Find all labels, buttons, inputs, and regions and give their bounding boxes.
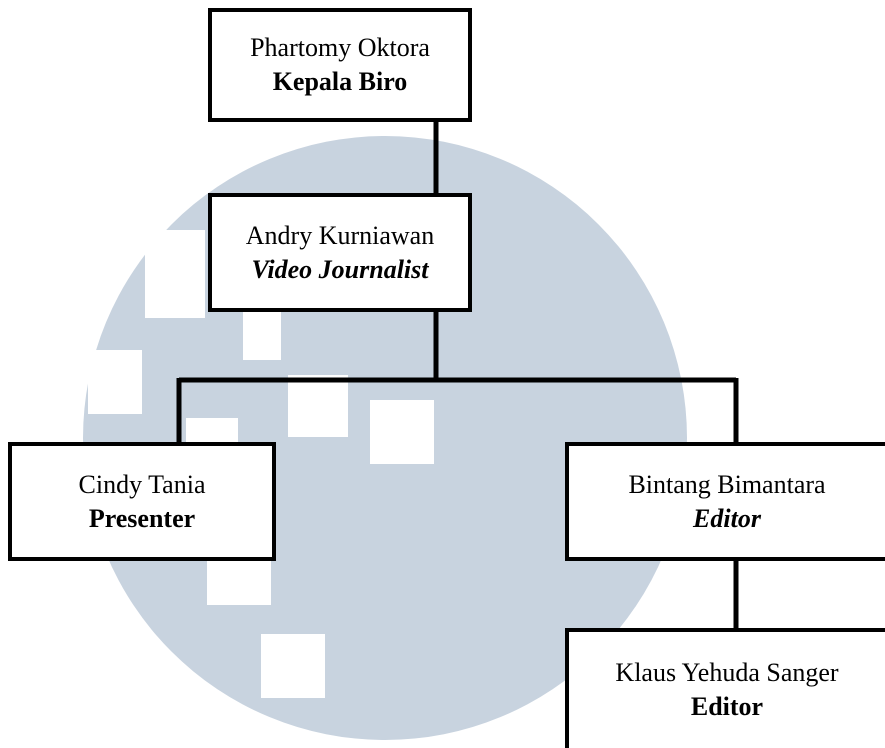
- watermark-square: [261, 634, 325, 698]
- node-editor-klaus: Klaus Yehuda Sanger Editor: [565, 628, 885, 748]
- node-name: Bintang Bimantara: [628, 469, 826, 499]
- node-kepala-biro: Phartomy Oktora Kepala Biro: [208, 8, 472, 122]
- watermark-square: [370, 400, 434, 464]
- node-role: Presenter: [88, 503, 196, 533]
- node-role: Video Journalist: [251, 254, 429, 284]
- watermark-square: [288, 375, 348, 437]
- node-role: Editor: [693, 503, 761, 533]
- node-presenter: Cindy Tania Presenter: [8, 442, 276, 561]
- node-role: Kepala Biro: [272, 67, 408, 96]
- watermark-square: [88, 350, 142, 414]
- node-name: Klaus Yehuda Sanger: [615, 658, 839, 687]
- node-name: Andry Kurniawan: [245, 220, 435, 250]
- watermark-square: [207, 561, 271, 605]
- node-name: Cindy Tania: [78, 469, 206, 499]
- node-editor-bintang: Bintang Bimantara Editor: [565, 442, 885, 561]
- watermark-square: [145, 230, 205, 318]
- node-role: Editor: [690, 692, 764, 721]
- node-video-journalist: Andry Kurniawan Video Journalist: [208, 193, 472, 312]
- node-name: Phartomy Oktora: [250, 33, 430, 62]
